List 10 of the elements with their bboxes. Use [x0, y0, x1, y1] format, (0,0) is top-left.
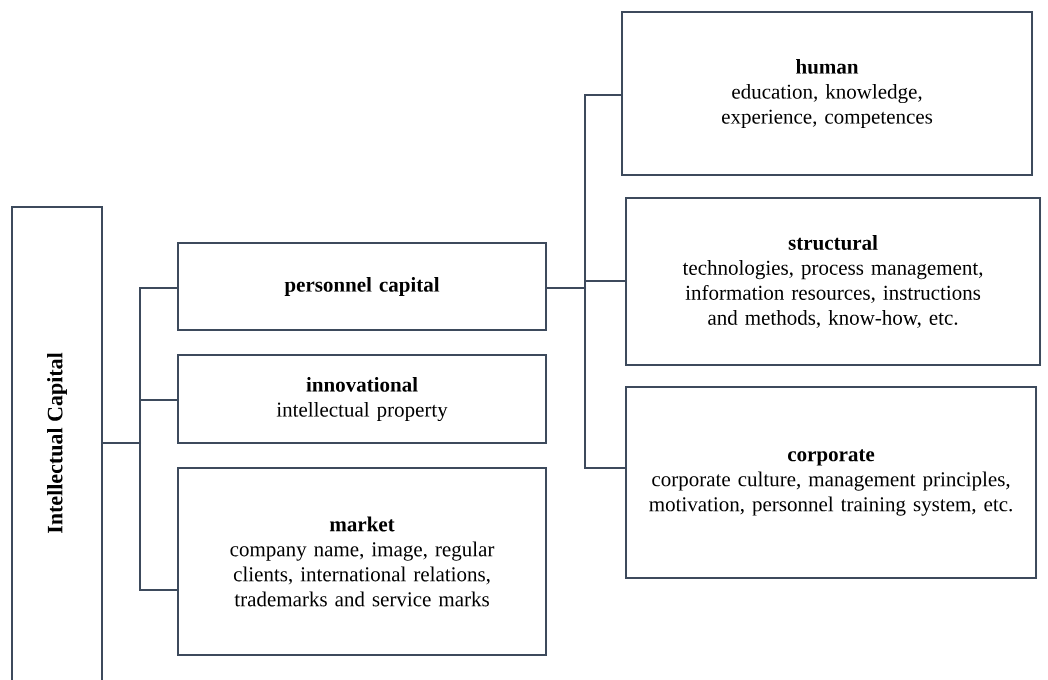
category-box: human education, knowledge, experience, competences	[621, 11, 1033, 176]
category-box: structural technologies, process management, information resources, instructions and methods, know-how, etc.	[625, 197, 1041, 366]
category-box: corporate corporate culture, management principles, motivation, personnel training system, etc.	[625, 386, 1037, 579]
category-box	[11, 206, 103, 680]
category-box: personnel capital	[177, 242, 547, 331]
connector-line	[102, 442, 178, 591]
category-box: innovational intellectual property	[177, 354, 547, 444]
category-box: market company name, image, regular clients, international relations, trademarks and service marks	[177, 467, 547, 656]
category-title: Intellectual Capital	[47, 352, 67, 533]
connector-line	[546, 287, 626, 469]
